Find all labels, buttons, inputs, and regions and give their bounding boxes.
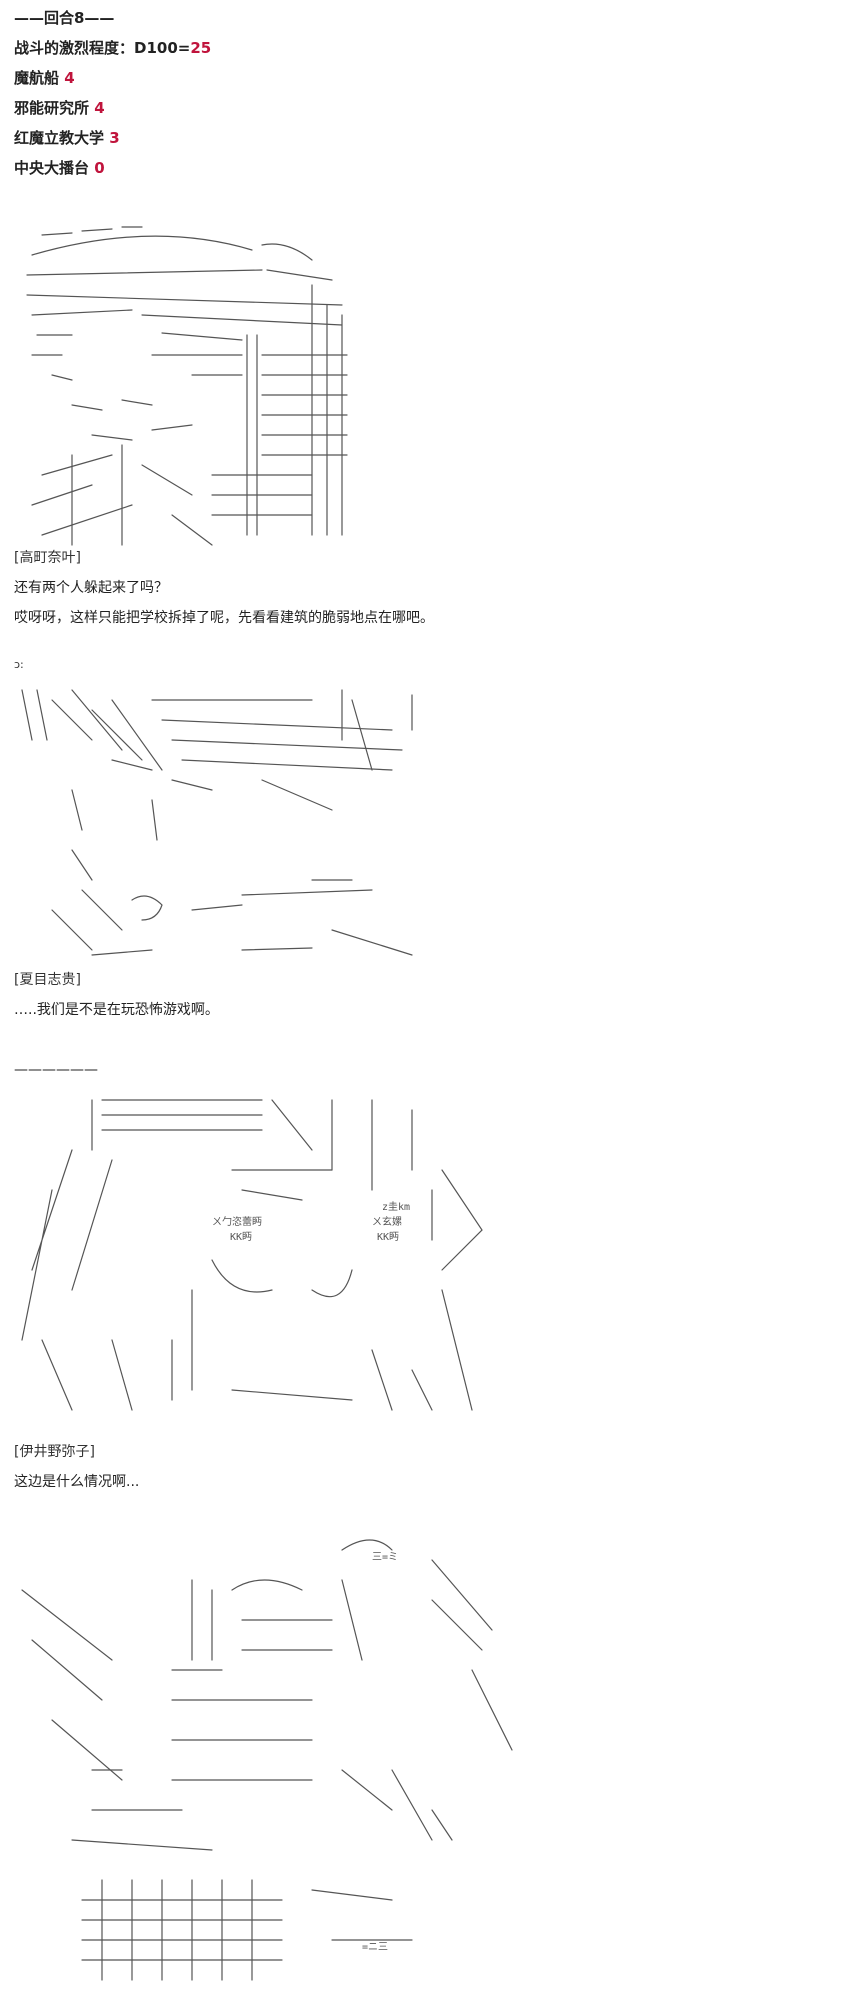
intensity-label: 战斗的激烈程度：D100= — [14, 39, 191, 57]
intensity-line: 战斗的激烈程度：D100=25 — [14, 38, 211, 58]
faction-name: 魔航船 — [14, 69, 60, 87]
faction-score: 0 — [94, 159, 105, 177]
faction-row: 魔航船 4 — [14, 68, 75, 88]
speaker-label: [高町奈叶] — [14, 550, 81, 566]
dialogue-line: 这边是什么情况啊... — [14, 1474, 140, 1490]
ascii-art-miko: ㄨ勹恣蕾眄 KK眄 z圭km ㄨ玄嫘 KK眄 — [12, 1090, 502, 1430]
faction-name: 邪能研究所 — [14, 99, 90, 117]
faction-row: 邪能研究所 4 — [14, 98, 105, 118]
scene-separator: —————— — [14, 1062, 98, 1078]
faction-row: 中央大播台 0 — [14, 158, 105, 178]
round-title: ——回合8—— — [14, 9, 115, 27]
intensity-value: 25 — [190, 39, 212, 57]
faction-name: 红魔立教大学 — [14, 129, 105, 147]
faction-row: 红魔立教大学 3 — [14, 128, 120, 148]
ascii-art-nanoha — [12, 215, 352, 550]
speaker-label: [伊井野弥子] — [14, 1444, 95, 1460]
art-caption: =ニ三 — [362, 1942, 388, 1953]
ascii-art-shiki — [12, 680, 452, 965]
faction-score: 3 — [109, 129, 120, 147]
speaker-label: [夏目志贵] — [14, 972, 81, 988]
dialogue-line: …..我们是不是在玩恐怖游戏啊。 — [14, 1002, 219, 1018]
faction-score: 4 — [64, 69, 75, 87]
art-caption: KK眄 — [230, 1231, 252, 1243]
faction-score: 4 — [94, 99, 105, 117]
ascii-art-battle: 三=ミ =ニ三 — [12, 1520, 522, 1990]
faction-name: 中央大播台 — [14, 159, 90, 177]
scene-marker: ɔ: — [14, 658, 24, 671]
art-caption: ㄨ勹恣蕾眄 — [212, 1215, 262, 1228]
art-caption: KK眄 — [377, 1231, 399, 1243]
dialogue-line: 还有两个人躲起来了吗？ — [14, 580, 168, 596]
art-caption: ㄨ玄嫘 — [372, 1215, 402, 1228]
dialogue-line: 哎呀呀，这样只能把学校拆掉了呢，先看看建筑的脆弱地点在哪吧。 — [14, 610, 434, 626]
art-caption: z圭km — [382, 1200, 410, 1213]
art-caption: 三=ミ — [372, 1552, 398, 1563]
